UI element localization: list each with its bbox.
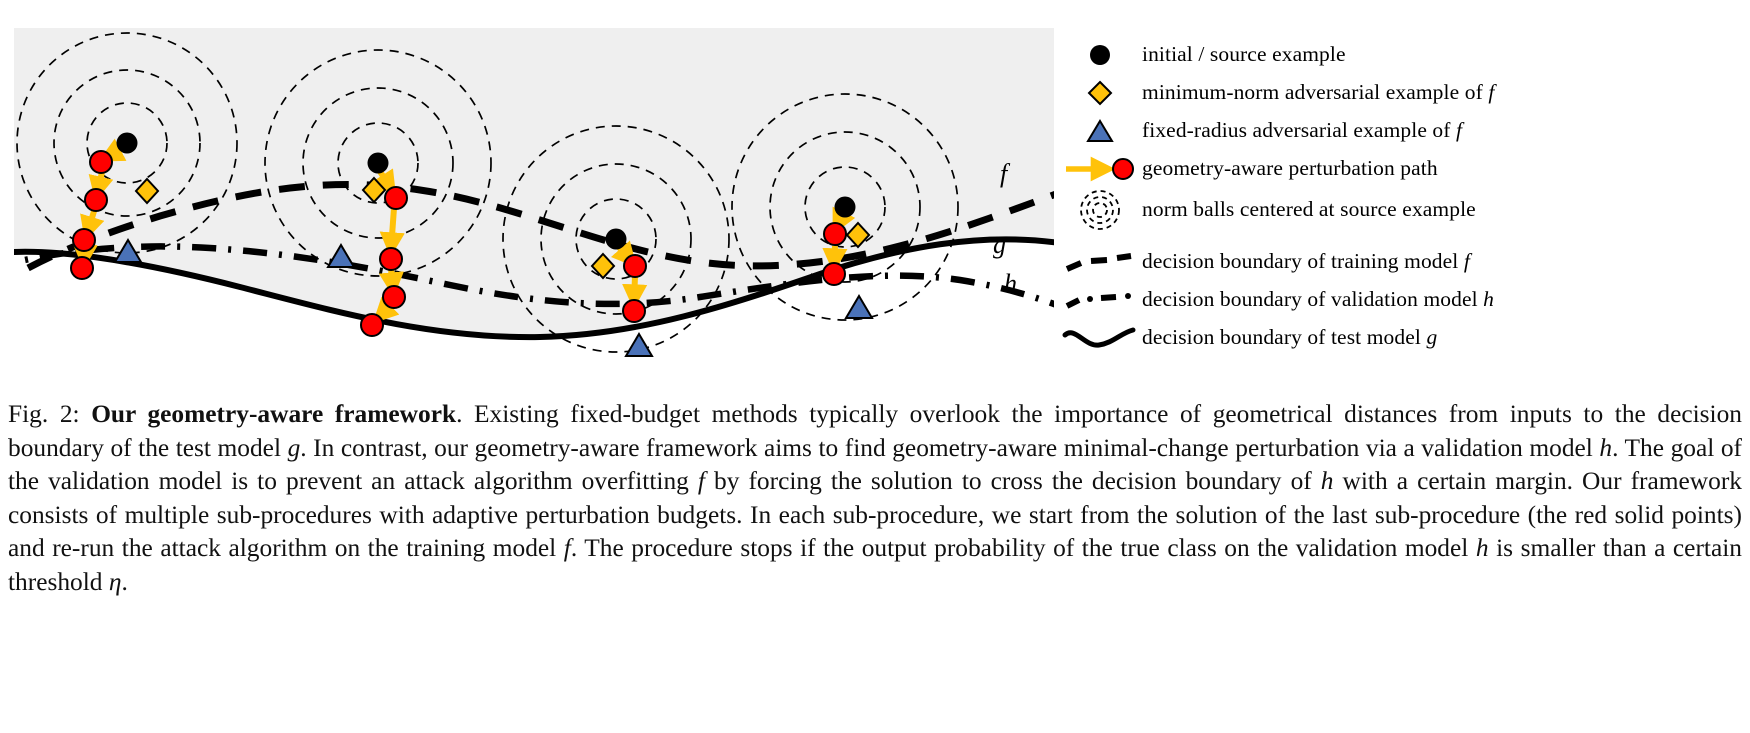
dash-dot-line-icon [1058, 285, 1142, 315]
cluster-2-markers [326, 152, 408, 337]
path-point [84, 188, 108, 212]
source-example-dot [367, 152, 389, 174]
legend-row-boundary-g: decision boundary of test model g [1058, 323, 1437, 353]
caption-math-f-1: f [697, 467, 705, 496]
black-dot-icon [1058, 40, 1142, 70]
caption-part-4: by forcing the solution to cross the dec… [704, 467, 1321, 496]
yellow-diamond-icon [1058, 78, 1142, 108]
path-point [72, 228, 96, 252]
path-point [822, 262, 846, 286]
norm-balls-group [16, 32, 959, 353]
caption-title: Our geometry-aware framework [91, 400, 457, 428]
legend-label-boundary-f: decision boundary of training model f [1142, 249, 1470, 274]
shaded-region [14, 28, 1054, 338]
blue-triangle-icon [1058, 116, 1142, 146]
caption-part-2: . In contrast, our geometry-aware framew… [300, 433, 1600, 462]
legend-row-source-example: initial / source example [1058, 40, 1346, 70]
legend-row-boundary-h: decision boundary of validation model h [1058, 285, 1494, 315]
caption-math-eta: η [108, 567, 122, 596]
path-point [379, 247, 403, 271]
dashed-line-icon [1058, 247, 1142, 277]
solid-wave-line-icon [1058, 323, 1142, 353]
legend-label-fixed-radius: fixed-radius adversarial example of f [1142, 118, 1463, 143]
caption-math-h-2: h [1320, 467, 1334, 496]
source-example-dot [834, 196, 856, 218]
figure-panel: f g h [14, 28, 1054, 357]
fixed-radius-triangle [113, 238, 143, 263]
path-point [70, 256, 94, 280]
fixed-radius-triangle [326, 243, 356, 268]
min-norm-diamond [845, 221, 871, 249]
min-norm-diamond [361, 176, 387, 204]
path-point [823, 222, 847, 246]
caption-part-6: . The procedure stops if the output prob… [570, 534, 1476, 563]
legend-row-fixed-radius: fixed-radius adversarial example of f [1058, 116, 1462, 146]
caption-math-h-3: h [1475, 534, 1489, 563]
caption-part-8: . [121, 567, 128, 596]
min-norm-diamond [134, 177, 160, 205]
source-example-dot [605, 228, 627, 250]
fixed-radius-triangle [844, 294, 874, 319]
legend-label-perturbation-path: geometry-aware perturbation path [1142, 156, 1438, 181]
legend-row-boundary-f: decision boundary of training model f [1058, 247, 1470, 277]
path-point [382, 285, 406, 309]
boundary-g [14, 236, 1054, 341]
legend-row-min-norm: minimum-norm adversarial example of f [1058, 78, 1494, 108]
path-point [622, 299, 646, 323]
cluster-4-markers [822, 196, 874, 319]
caption-part-5: with a certain margin. Our framework con… [8, 467, 1742, 563]
cluster-3-markers [590, 228, 654, 357]
caption-part-1: . Existing fixed-budget methods typicall… [8, 400, 1743, 462]
legend-label-norm-balls: norm balls centered at source example [1142, 197, 1476, 222]
path-point [360, 313, 384, 337]
caption-math-h-1: h [1599, 433, 1613, 462]
framework-diagram: f g h [14, 28, 1054, 357]
boundary-f [14, 181, 1054, 280]
legend-label-min-norm: minimum-norm adversarial example of f [1142, 80, 1495, 105]
caption-math-g-1: g [287, 433, 301, 462]
figure-legend: initial / source example minimum-norm ad… [1058, 40, 1748, 370]
caption-math-f-2: f [563, 534, 571, 563]
legend-label-source-example: initial / source example [1142, 42, 1346, 67]
arrow-red-dot-icon [1058, 154, 1142, 184]
legend-label-boundary-h: decision boundary of validation model h [1142, 287, 1495, 312]
boundary-label-g: g [993, 230, 1006, 259]
legend-row-norm-balls: norm balls centered at source example [1058, 190, 1476, 230]
min-norm-diamond [590, 252, 616, 280]
legend-label-boundary-g: decision boundary of test model g [1142, 325, 1438, 350]
norm-balls-icon [1058, 190, 1142, 230]
source-example-dot [116, 132, 138, 154]
legend-row-perturbation-path: geometry-aware perturbation path [1058, 154, 1438, 184]
path-point [384, 186, 408, 210]
boundary-h [14, 243, 1054, 308]
figure-caption: Fig. 2: Our geometry-aware framework. Ex… [8, 398, 1742, 600]
caption-part-3: . The goal of the validation model is to… [8, 433, 1742, 496]
cluster-1-markers [70, 132, 160, 280]
path-point [623, 254, 647, 278]
caption-figure-number: Fig. 2: [8, 400, 80, 428]
boundary-label-f: f [1000, 159, 1011, 188]
caption-part-7: is smaller than a certain threshold [8, 534, 1742, 596]
fixed-radius-triangle [624, 332, 654, 357]
boundary-label-h: h [1004, 269, 1017, 298]
path-point [89, 150, 113, 174]
